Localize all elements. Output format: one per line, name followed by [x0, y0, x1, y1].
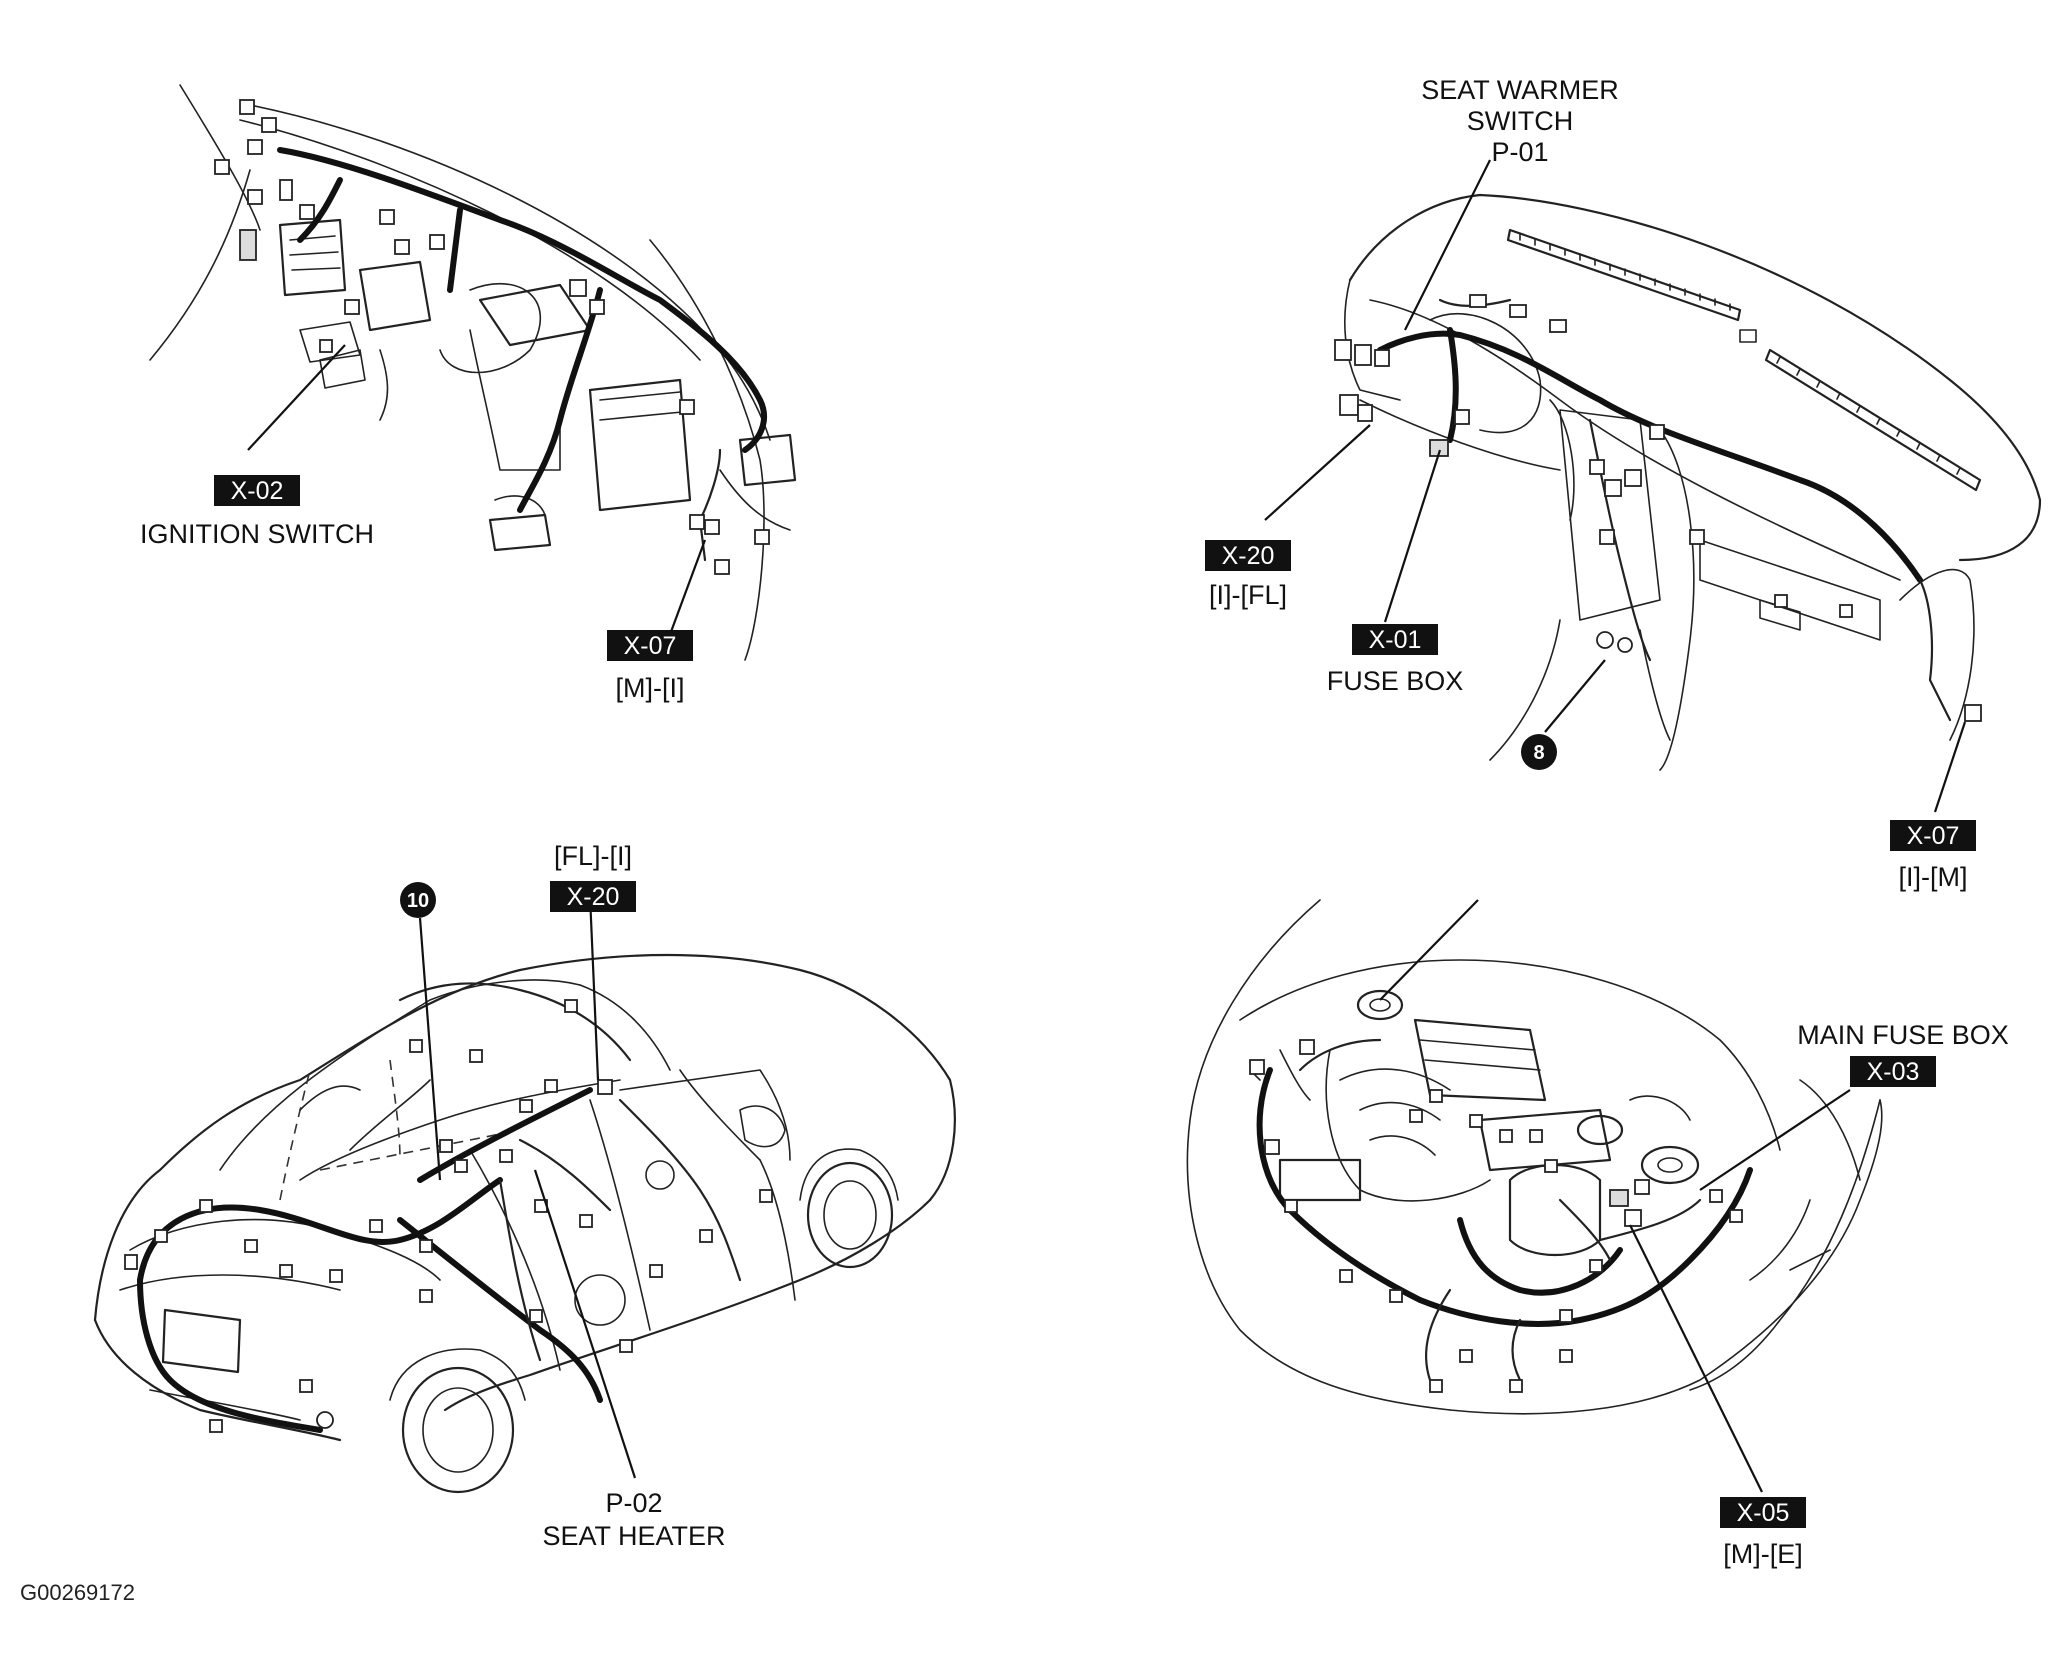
ground-number-10: 10	[407, 890, 429, 912]
ground-number-8: 8	[1533, 742, 1544, 764]
callout-ignition-switch: X-02 IGNITION SWITCH	[140, 475, 374, 549]
label-ignition-switch: IGNITION SWITCH	[140, 519, 374, 549]
callout-fuse-box: X-01 FUSE BOX	[1327, 624, 1464, 696]
code-x01: X-01	[1369, 626, 1422, 654]
code-p01: P-01	[1491, 137, 1548, 167]
code-x07-right: X-07	[1907, 822, 1960, 850]
panel-instrument-panel-right	[1264, 159, 2042, 813]
label-i-m: [I]-[M]	[1899, 862, 1968, 892]
code-x03: X-03	[1867, 1058, 1920, 1086]
code-x07: X-07	[624, 632, 677, 660]
label-m-e: [M]-[E]	[1723, 1539, 1803, 1569]
panel-body-harness-car	[93, 895, 956, 1494]
code-x02: X-02	[231, 477, 284, 505]
label-seat-heater: SEAT HEATER	[542, 1521, 725, 1551]
label-m-i: [M]-[I]	[616, 673, 685, 703]
label-main-fuse-box: MAIN FUSE BOX	[1797, 1020, 2009, 1050]
label-fl-i: [FL]-[I]	[554, 841, 632, 871]
callout-main-fuse-box: MAIN FUSE BOX X-03	[1797, 1020, 2009, 1087]
label-i-fl: [I]-[FL]	[1209, 580, 1287, 610]
callout-seat-heater: P-02 SEAT HEATER	[542, 1488, 725, 1551]
code-p02: P-02	[605, 1488, 662, 1518]
code-x20-bottom: X-20	[567, 883, 620, 911]
ground-marker-10: 10	[400, 882, 436, 918]
ground-marker-8: 8	[1521, 734, 1557, 770]
callout-seat-warmer-switch: SEAT WARMER SWITCH P-01	[1421, 75, 1619, 167]
panel-under-dash-left	[149, 84, 797, 661]
callout-x07-i-m: X-07 [I]-[M]	[1890, 820, 1976, 892]
code-x20: X-20	[1222, 542, 1275, 570]
callout-x20-fl-i: [FL]-[I] X-20	[550, 841, 636, 912]
callout-x07-m-i: X-07 [M]-[I]	[607, 630, 693, 703]
label-fuse-box: FUSE BOX	[1327, 666, 1464, 696]
code-x05: X-05	[1737, 1499, 1790, 1527]
label-switch: SWITCH	[1467, 106, 1573, 136]
label-seat-warmer: SEAT WARMER	[1421, 75, 1619, 105]
panel-engine-compartment	[1186, 899, 1883, 1493]
figure-id: G00269172	[20, 1580, 135, 1605]
callout-x20-i-fl: X-20 [I]-[FL]	[1205, 540, 1291, 610]
callout-x05-m-e: X-05 [M]-[E]	[1720, 1497, 1806, 1569]
